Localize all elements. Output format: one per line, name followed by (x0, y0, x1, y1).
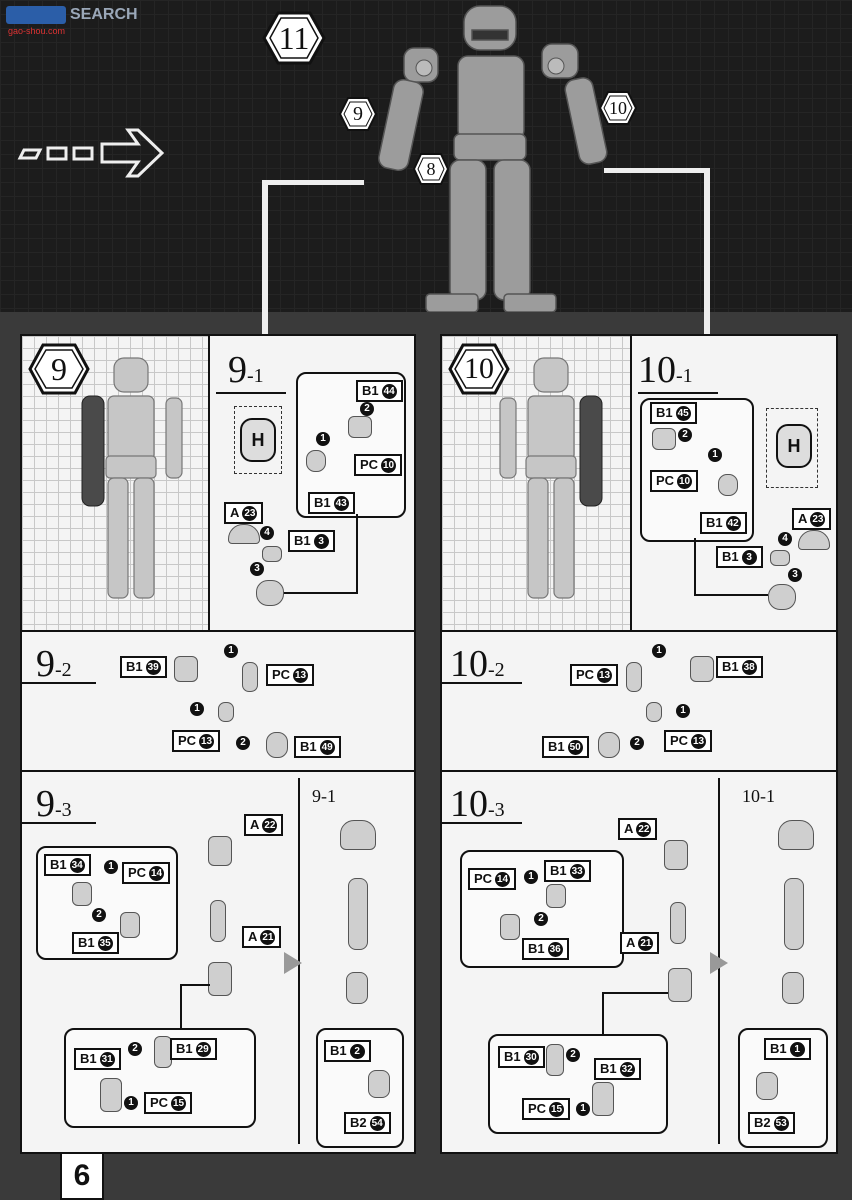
h-part-badge-10: H (776, 424, 812, 468)
label-10-2: 10-2 (450, 643, 505, 685)
scout-trooper-figure (378, 5, 608, 312)
callout-hex-9-label: 9 (353, 102, 363, 125)
play-arrow-icon (284, 952, 302, 974)
panel-10-preview: 10 (440, 334, 632, 632)
label-9-3: 9-3 (36, 783, 72, 825)
panel-9-hex-label: 9 (51, 350, 67, 387)
label-9-1: 9-1 (228, 349, 264, 391)
callout-hex-10: 10 (598, 90, 638, 126)
callout-hex-9: 9 (338, 96, 378, 132)
page-number: 6 (60, 1152, 104, 1200)
label-9-2: 9-2 (36, 643, 72, 685)
connector-right-horiz (604, 168, 708, 173)
connector-left-down (262, 312, 268, 336)
play-arrow-icon-r (710, 952, 728, 974)
watermark-url: gao-shou.com (8, 26, 66, 36)
panel-10-hex-label: 10 (464, 352, 494, 385)
callout-hex-8: 8 (412, 152, 450, 186)
label-10-1: 10-1 (638, 349, 693, 391)
h-part-badge: H (240, 418, 276, 462)
connector-left-vert (262, 180, 268, 312)
connector-left-horiz (262, 180, 364, 185)
connector-right-down (704, 312, 710, 336)
header-area: SEARCH gao-shou.com 11 (0, 0, 852, 312)
arrow-right-icon (17, 128, 165, 178)
ref-9-1: 9-1 (312, 786, 336, 806)
figure-preview-10 (499, 357, 603, 599)
connector-right-vert (704, 168, 710, 312)
callout-hex-8-label: 8 (426, 158, 436, 179)
panel-10-hex: 10 (448, 342, 510, 396)
step-hex-11-label: 11 (278, 19, 310, 56)
panel-9-hex: 9 (28, 342, 90, 396)
callout-hex-10-label: 10 (609, 97, 627, 118)
figure-preview-9 (81, 357, 183, 599)
panel-9-preview: 9 (20, 334, 210, 632)
label-10-3: 10-3 (450, 783, 505, 825)
watermark-brand: SEARCH (70, 6, 138, 23)
watermark-logo: SEARCH gao-shou.com (6, 4, 166, 38)
ref-10-1: 10-1 (742, 786, 775, 806)
step-hex-11: 11 (262, 10, 326, 66)
